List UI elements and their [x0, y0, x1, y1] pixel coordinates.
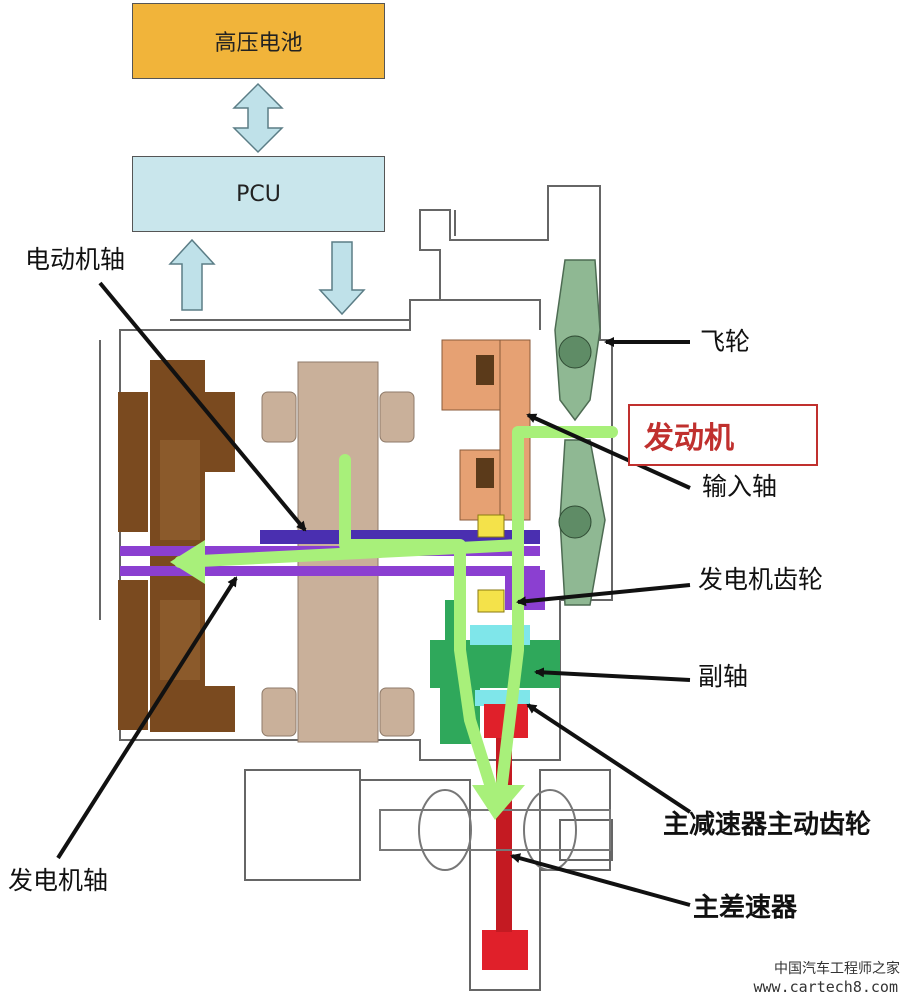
bearing-upper	[477, 514, 505, 538]
input-shaft-label: 输入轴	[702, 472, 778, 501]
battery-label: 高压电池	[214, 31, 303, 56]
power-flow-arrowhead-down	[472, 785, 525, 820]
bearing-lower	[477, 589, 505, 613]
watermark-cn: 中国汽车工程师之家	[774, 961, 900, 977]
power-flow-arrowhead-left	[170, 540, 205, 584]
pcu-label: PCU	[236, 181, 281, 207]
battery-pcu-double-arrow	[232, 82, 284, 154]
pcu-up-arrow	[168, 238, 216, 311]
engine-label: 发动机	[644, 421, 734, 456]
flywheel-label: 飞轮	[700, 327, 751, 356]
differential-label: 主差速器	[693, 893, 798, 923]
pointer-arrows	[56, 281, 692, 907]
generator-gear-label: 发电机齿轮	[698, 565, 824, 594]
flywheel-assembly	[554, 259, 606, 606]
motor-shaft-label: 电动机轴	[25, 245, 126, 274]
generator-shaft-label: 发电机轴	[8, 866, 109, 895]
battery-block: 高压电池	[132, 3, 385, 79]
pcu-down-arrow	[318, 241, 366, 316]
final-drive-gear-label: 主减速器主动齿轮	[663, 810, 872, 840]
power-flow-path	[174, 426, 618, 806]
pcu-block: PCU	[132, 156, 385, 232]
engine-label-box: 发动机	[628, 404, 818, 466]
watermark-url: www.cartech8.com	[753, 978, 899, 996]
countershaft-label: 副轴	[698, 662, 749, 691]
